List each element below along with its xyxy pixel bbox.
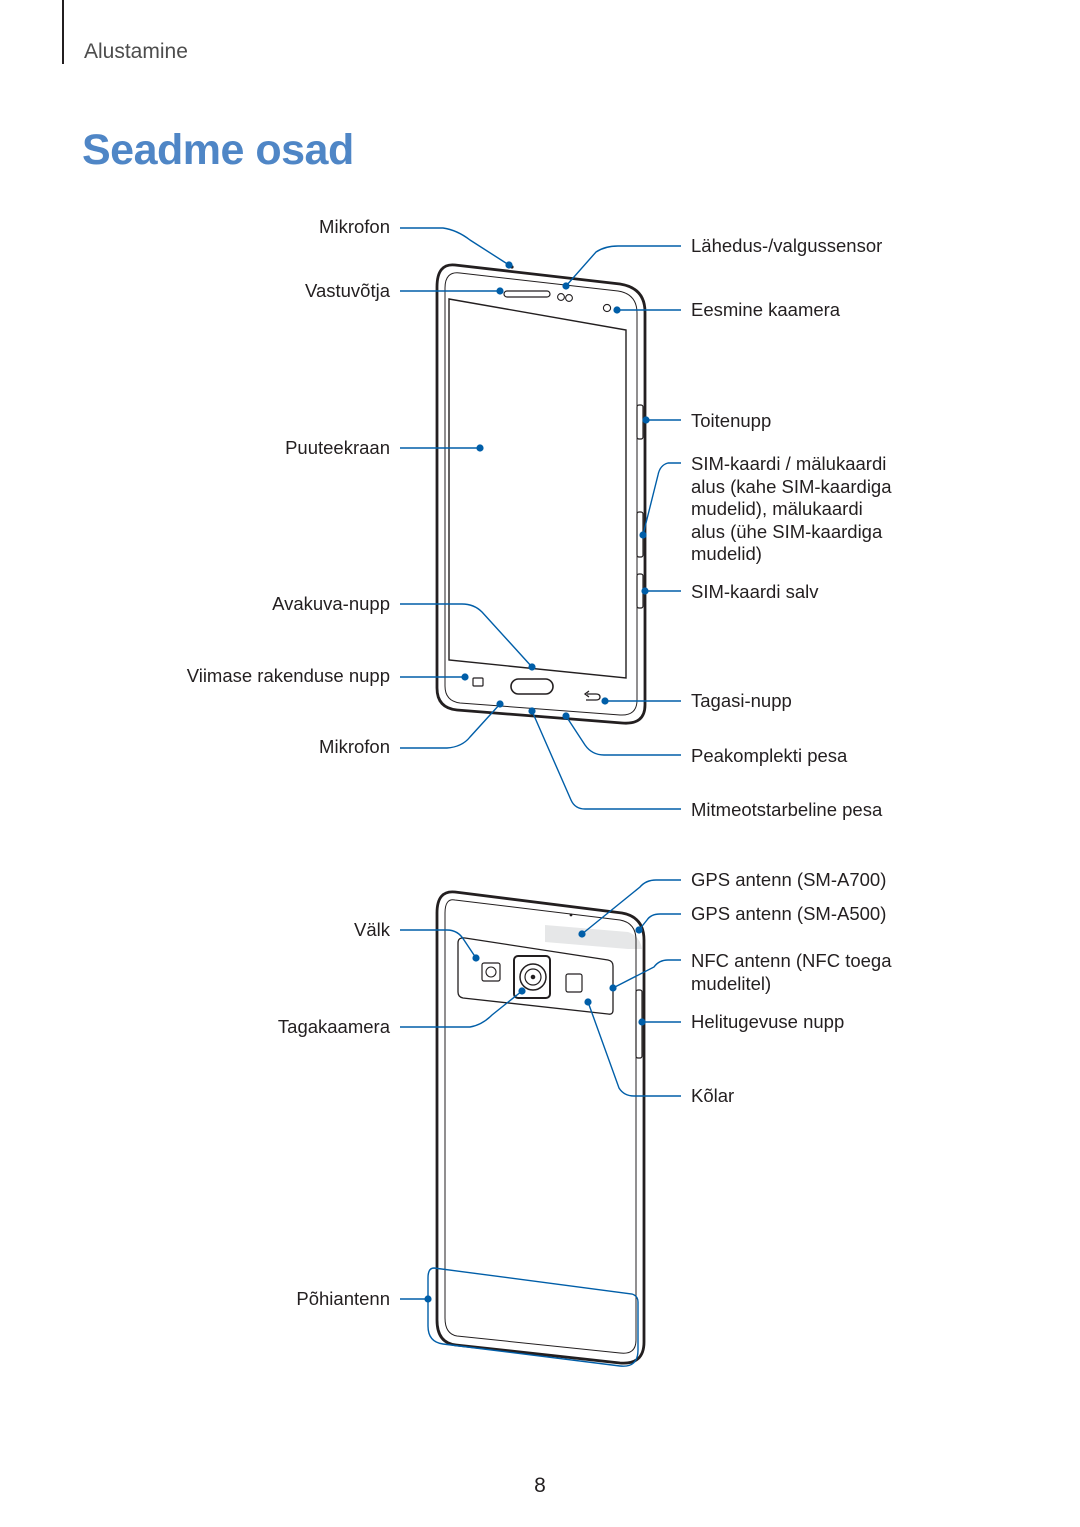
label-viimase-rakenduse-nupp: Viimase rakenduse nupp: [186, 665, 390, 686]
label-kolar: Kõlar: [691, 1085, 735, 1106]
page-number: 8: [534, 1474, 546, 1497]
label-sim-line-5: mudelid): [691, 543, 762, 564]
front-callout-dots: [461, 261, 650, 720]
label-mikrofon-bottom: Mikrofon: [319, 736, 390, 757]
label-nfc-antenn: NFC antenn (NFC toega mudelitel): [691, 950, 892, 995]
label-nfc-line-2: mudelitel): [691, 972, 772, 994]
label-tagakaamera: Tagakaamera: [277, 1016, 390, 1037]
label-sim-line-1: SIM-kaardi / mälukaardi: [691, 453, 887, 474]
label-sim-line-2: alus (kahe SIM-kaardiga: [691, 475, 892, 497]
label-gps-antenn-a700: GPS antenn (SM-A700): [691, 869, 887, 890]
page-title: Seadme osad: [82, 126, 354, 174]
label-avakuva-nupp: Avakuva-nupp: [272, 593, 390, 614]
label-eesmine-kaamera: Eesmine kaamera: [691, 299, 841, 320]
label-puuteekraan: Puuteekraan: [285, 437, 390, 458]
front-callout-lines: [400, 227, 681, 810]
label-vastuvotja: Vastuvõtja: [304, 280, 390, 301]
label-toitenupp: Toitenupp: [691, 410, 772, 431]
label-sim-line-3: mudelid), mälukaardi: [691, 498, 863, 519]
label-nfc-line-1: NFC antenn (NFC toega: [691, 950, 892, 971]
section-rule: [62, 0, 64, 64]
label-pohiantenn: Põhiantenn: [296, 1288, 390, 1309]
front-phone-illustration: [435, 263, 647, 725]
back-callout-dots: [424, 926, 646, 1303]
label-mitmeotstarbeline-pesa: Mitmeotstarbeline pesa: [691, 799, 883, 820]
back-callout-lines: [400, 879, 681, 1367]
label-tagasi-nupp: Tagasi-nupp: [691, 690, 792, 711]
label-mikrofon-top: Mikrofon: [319, 216, 390, 237]
label-peakomplekti-pesa: Peakomplekti pesa: [691, 745, 848, 766]
label-helitugevuse-nupp: Helitugevuse nupp: [691, 1011, 845, 1032]
label-lahedus-valgussensor: Lähedus-/valgussensor: [691, 235, 883, 256]
back-phone-illustration: [435, 890, 646, 1365]
section-title: Alustamine: [84, 40, 188, 63]
label-sim-line-4: alus (ühe SIM-kaardiga: [691, 520, 883, 542]
label-sim-kaardi-salv: SIM-kaardi salv: [691, 581, 819, 602]
label-gps-antenn-a500: GPS antenn (SM-A500): [691, 903, 887, 924]
label-valk: Välk: [354, 919, 390, 940]
label-sim-malukaardi-alus: SIM-kaardi / mälukaardi alus (kahe SIM-k…: [691, 453, 892, 566]
